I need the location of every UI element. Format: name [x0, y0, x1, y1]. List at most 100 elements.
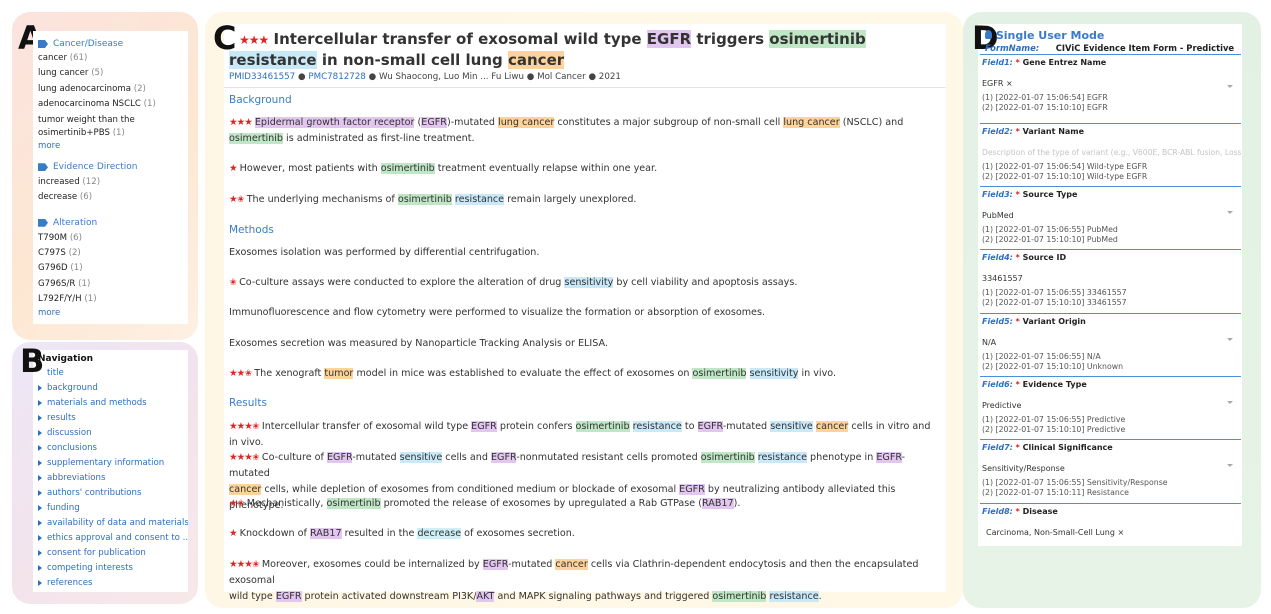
field-variant-name: Field2: * Variant Name Description of th… [980, 123, 1241, 186]
form-fields: Field1: * Gene Entrez Name EGFR × (1) [2… [980, 54, 1241, 544]
field-clinical-significance: Field7: * Clinical Significance Sensitiv… [980, 439, 1241, 503]
chevron-down-icon[interactable] [1227, 464, 1233, 467]
gene-select[interactable]: EGFR × [982, 79, 1013, 88]
facet-item[interactable]: cancer (61) [38, 53, 88, 63]
sentence[interactable]: ★★★✬ Moreover, exosomes could be interna… [229, 559, 919, 602]
source-id-input[interactable]: 33461557 [982, 274, 1023, 283]
facet-alteration-more-link[interactable]: more [38, 308, 61, 319]
entity-gene[interactable]: EGFR [646, 30, 692, 48]
facet-item[interactable]: adenocarcinoma NSCLC (1) [38, 98, 156, 109]
panel-label-b: B [20, 342, 45, 380]
disease-select[interactable]: Carcinoma, Non-Small-Cell Lung × [986, 528, 1125, 537]
facet-item[interactable]: C797S (2) [38, 248, 81, 259]
article-title: ★★★ Intercellular transfer of exosomal w… [229, 30, 866, 69]
triangle-right-icon [38, 459, 42, 466]
variant-origin-select[interactable]: N/A [982, 338, 997, 347]
sentence[interactable]: Exosomes secretion was measured by Nanop… [229, 338, 608, 349]
mode-title: Single User Mode [982, 29, 1104, 42]
triangle-right-icon [38, 384, 42, 391]
authors: Wu Shaocong, Luo Min ... Fu Liwu [378, 72, 524, 82]
variant-name-input[interactable]: Description of the type of variant (e.g.… [982, 148, 1241, 157]
field-disease: Field8: * Disease Carcinoma, Non-Small-C… [980, 503, 1241, 543]
sentence[interactable]: ★★✬ The xenograft tumor model in mice wa… [229, 368, 837, 379]
chevron-down-icon[interactable] [1227, 338, 1233, 341]
facet-alteration-title[interactable]: Alteration [38, 216, 188, 230]
triangle-right-icon [38, 429, 42, 436]
entity-drug[interactable]: osimertinib [769, 30, 866, 48]
nav-item-consent[interactable]: consent for publication [38, 546, 188, 561]
field-variant-origin: Field5: * Variant Origin N/A (1) [2022-0… [980, 313, 1241, 377]
section-heading-results: Results [229, 397, 267, 409]
nav-item-contributions[interactable]: authors' contributions [38, 486, 188, 501]
nav-item-conclusions[interactable]: conclusions [38, 441, 188, 456]
facet-item[interactable]: L792F/Y/H (1) [38, 293, 97, 304]
panel-label-c: C [213, 19, 237, 57]
sentence[interactable]: ★★★✬ Intercellular transfer of exosomal … [229, 421, 931, 448]
sentence[interactable]: ★★★✬ Co-culture of EGFR-mutated sensitiv… [229, 452, 906, 511]
facet-item[interactable]: lung cancer (5) [38, 68, 104, 79]
nav-item-references[interactable]: references [38, 576, 188, 591]
nav-item-background[interactable]: background [38, 381, 188, 396]
rating-stars: ★★★ [239, 33, 269, 47]
nav-item-supplementary[interactable]: supplementary information [38, 456, 188, 471]
user-icon [985, 30, 992, 39]
facet-cancer-list: cancer (61) lung cancer (5) lung adenoca… [38, 51, 188, 140]
nav-item-competing[interactable]: competing interests [38, 561, 188, 576]
sentence[interactable]: ★✬ Mechanistically, osimertinib promoted… [229, 498, 741, 509]
triangle-right-icon [38, 534, 42, 541]
sentence[interactable]: ★ However, most patients with osimertini… [229, 163, 658, 174]
remove-icon[interactable]: × [1117, 528, 1125, 537]
nav-item-funding[interactable]: funding [38, 501, 188, 516]
facet-item[interactable]: decrease (6) [38, 192, 93, 203]
form-card [978, 24, 1242, 546]
year: 2021 [598, 72, 621, 82]
nav-item-methods[interactable]: materials and methods [38, 396, 188, 411]
entity-disease[interactable]: cancer [507, 51, 565, 69]
nav-item-abbreviations[interactable]: abbreviations [38, 471, 188, 486]
nav-item-title[interactable]: title [47, 368, 64, 378]
tag-icon [38, 163, 48, 172]
chevron-down-icon[interactable] [1227, 85, 1233, 88]
sentence[interactable]: ★✬ The underlying mechanisms of osimerti… [229, 194, 637, 205]
field-source-type: Field3: * Source Type PubMed (1) [2022-0… [980, 186, 1241, 249]
facet-item[interactable]: T790M (6) [38, 232, 82, 243]
source-type-select[interactable]: PubMed [982, 211, 1014, 220]
nav-item-availability[interactable]: availability of data and materials [38, 516, 188, 531]
chevron-down-icon[interactable] [1227, 211, 1233, 214]
triangle-right-icon [38, 579, 42, 586]
facet-alteration-list: T790M (6) C797S (2) G796D (1) G796S/R (1… [38, 231, 188, 307]
facet-item[interactable]: increased (12) [38, 177, 101, 188]
sentence[interactable]: Exosomes isolation was performed by diff… [229, 247, 540, 258]
tag-icon [38, 40, 48, 48]
pmc-link[interactable]: PMC7812728 [308, 72, 366, 82]
sentence[interactable]: Immunofluorescence and flow cytometry we… [229, 307, 765, 318]
chevron-down-icon[interactable] [1227, 401, 1233, 404]
sentence[interactable]: ★★★ Epidermal growth factor receptor (EG… [229, 117, 904, 144]
facet-direction-list: increased (12) decrease (6) [38, 175, 188, 206]
facet-cancer-title[interactable]: Cancer/Disease [38, 37, 188, 51]
field-evidence-type: Field6: * Evidence Type Predictive (1) [… [980, 376, 1241, 439]
field-source-id: Field4: * Source ID 33461557 (1) [2022-0… [980, 249, 1241, 313]
facet-card: Cancer/Disease cancer (61) lung cancer (… [33, 31, 188, 324]
sentence[interactable]: ✬ Co-culture assays were conducted to ex… [229, 277, 798, 288]
triangle-right-icon [38, 504, 42, 511]
facet-direction-title[interactable]: Evidence Direction [38, 160, 188, 174]
facet-cancer-more-link[interactable]: more [38, 141, 61, 152]
remove-icon[interactable]: × [1005, 79, 1013, 88]
evidence-type-select[interactable]: Predictive [982, 401, 1022, 410]
nav-item-ethics[interactable]: ethics approval and consent to ... [38, 531, 188, 546]
entity-phenotype[interactable]: resistance [229, 51, 317, 69]
divider [224, 87, 946, 88]
clinical-significance-select[interactable]: Sensitivity/Response [982, 464, 1065, 473]
facet-item[interactable]: lung adenocarcinoma (2) [38, 83, 146, 94]
nav-item-discussion[interactable]: discussion [38, 426, 188, 441]
sentence[interactable]: ★ Knockdown of RAB17 resulted in the dec… [229, 528, 575, 539]
facet-item[interactable]: G796S/R (1) [38, 278, 91, 289]
nav-item-results[interactable]: results [38, 411, 188, 426]
triangle-right-icon [38, 414, 42, 421]
triangle-right-icon [38, 549, 42, 556]
pmid-link[interactable]: PMID33461557 [229, 72, 296, 82]
triangle-right-icon [38, 399, 42, 406]
facet-item[interactable]: G796D (1) [38, 263, 83, 274]
